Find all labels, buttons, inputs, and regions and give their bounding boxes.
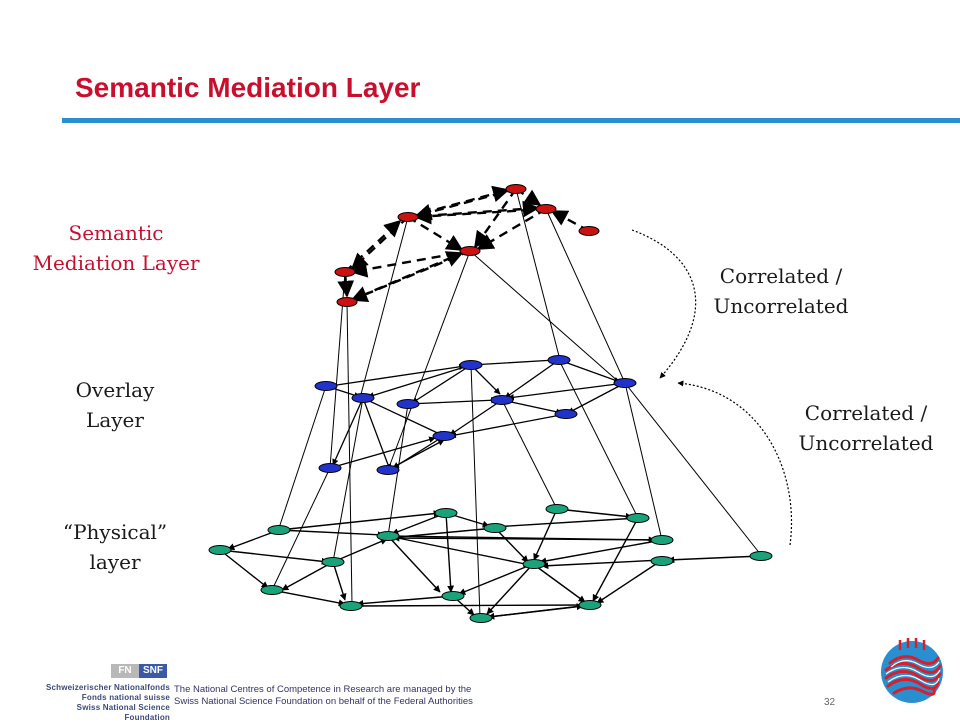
overlay-node: [318, 463, 342, 473]
physical-node: [434, 508, 458, 518]
physical-edges: [219, 508, 762, 620]
page-title: Semantic Mediation Layer: [75, 72, 421, 103]
overlay-node: [547, 355, 571, 365]
overlay-layer-label: Overlay Layer: [75, 378, 155, 432]
physical-node: [321, 557, 345, 567]
overlay-node: [490, 395, 514, 405]
physical-node: [267, 525, 291, 535]
physical-node: [339, 601, 363, 611]
physical-node: [208, 545, 232, 555]
physical-node: [578, 600, 602, 610]
semantic-node: [397, 212, 419, 222]
physical-node: [469, 613, 493, 623]
semantic-node: [535, 204, 557, 214]
page-number: 32: [824, 697, 836, 708]
overlay-node: [613, 378, 637, 388]
physical-node: [650, 556, 674, 566]
fn-logo-right: SNF: [139, 664, 167, 678]
semantic-node: [505, 184, 527, 194]
physical-node: [749, 551, 773, 561]
overlay-node: [432, 431, 456, 441]
overlay-nodes: [314, 355, 637, 475]
semantic-node: [334, 267, 356, 277]
semantic-nodes: [334, 184, 600, 307]
semantic-node: [459, 246, 481, 256]
overlay-node: [396, 399, 420, 409]
correlation-label-bottom: Correlated / Uncorrelated: [798, 401, 934, 455]
footer-note-line1: The National Centres of Competence in Re…: [174, 684, 472, 695]
nccr-logo-icon: [881, 638, 943, 703]
overlay-node: [351, 393, 375, 403]
physical-node: [441, 591, 465, 601]
fn-logo-left: FN: [111, 664, 139, 678]
overlay-node: [314, 381, 338, 391]
physical-node: [376, 531, 400, 541]
physical-node: [650, 535, 674, 545]
correlation-arrows: [631, 229, 793, 546]
footer-note-line2: Swiss National Science Foundation on beh…: [174, 696, 473, 707]
snsf-name-fr: Fonds national suisse: [81, 693, 170, 702]
snsf-names: Schweizerischer Nationalfonds Fonds nati…: [30, 683, 170, 723]
overlay-node: [554, 409, 578, 419]
physical-node: [522, 559, 546, 569]
physical-layer-label: “Physical” layer: [62, 520, 168, 574]
overlay-node: [376, 465, 400, 475]
physical-node: [626, 513, 650, 523]
physical-node: [483, 523, 507, 533]
physical-node: [260, 585, 284, 595]
fn-snf-logo: FN SNF: [111, 664, 167, 678]
overlay-node: [459, 360, 483, 370]
footer-note: The National Centres of Competence in Re…: [174, 684, 473, 708]
semantic-layer-label: Semantic Mediation Layer: [32, 221, 200, 275]
snsf-name-en: Swiss National Science Foundation: [76, 703, 170, 722]
physical-nodes: [208, 504, 773, 623]
semantic-node: [336, 297, 358, 307]
semantic-edges: [337, 185, 590, 304]
physical-node: [545, 504, 569, 514]
overlay-edges: [325, 357, 626, 471]
semantic-node: [578, 226, 600, 236]
correlation-label-top: Correlated / Uncorrelated: [713, 264, 849, 318]
snsf-name-de: Schweizerischer Nationalfonds: [45, 683, 170, 692]
title-rule: [62, 118, 960, 123]
